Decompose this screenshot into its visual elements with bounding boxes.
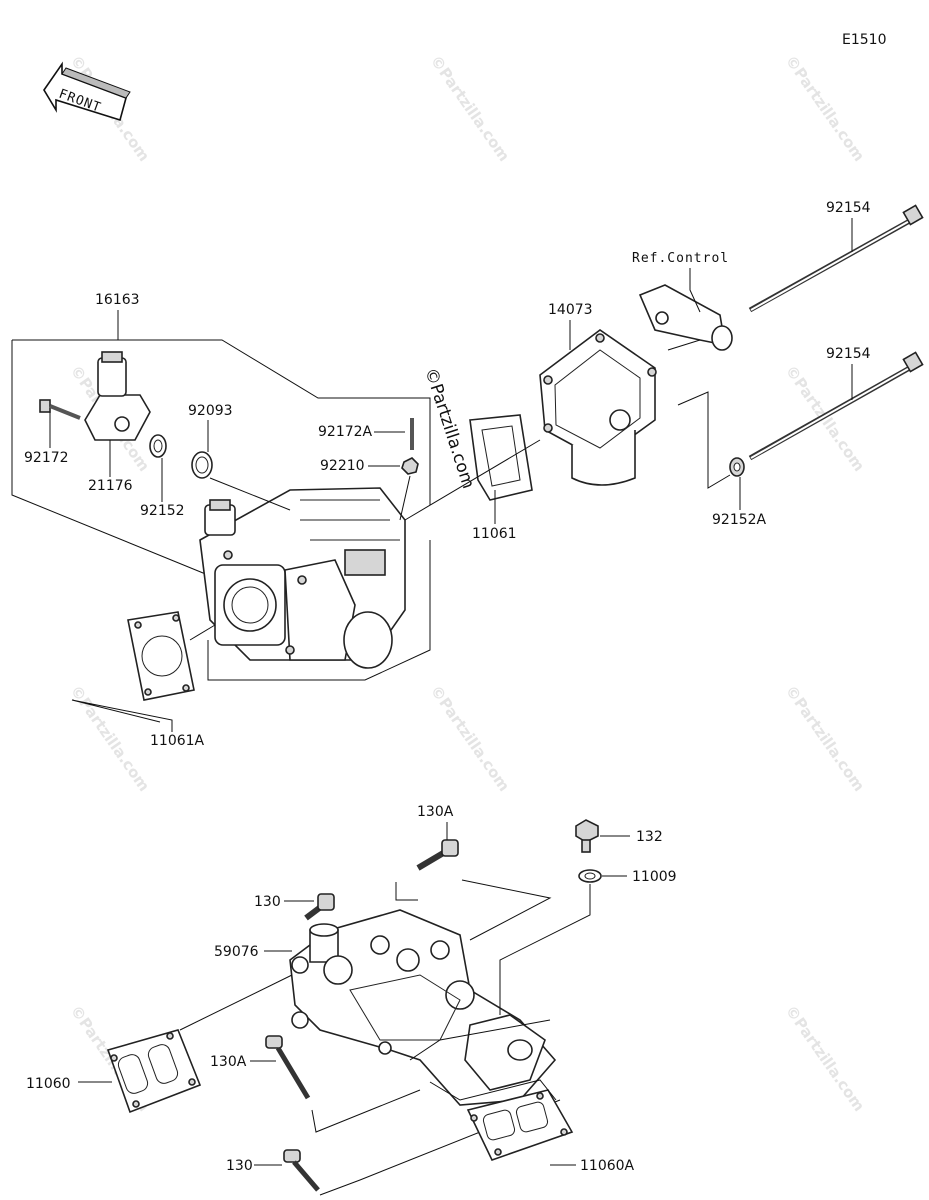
group-frame	[12, 339, 431, 505]
watermark: ©Partzilla.com	[427, 52, 513, 165]
callout-92172a: 92172A	[318, 424, 373, 440]
callout-92152a: 92152A	[712, 512, 767, 528]
intake-manifold	[289, 909, 557, 1106]
watermark: ©Partzilla.com	[67, 682, 153, 795]
callout-11061a: 11061A	[150, 733, 205, 749]
callout-92154-bottom: 92154	[826, 346, 871, 362]
watermark: ©Partzilla.com	[782, 682, 868, 795]
callout-59076: 59076	[214, 944, 259, 960]
callout-14073: 14073	[548, 302, 593, 318]
callout-11061: 11061	[472, 526, 517, 542]
bolt-92154-bottom	[748, 351, 924, 461]
callout-92210: 92210	[320, 458, 365, 474]
throttle-body	[199, 487, 406, 669]
callout-130a-bottom: 130A	[210, 1054, 247, 1070]
bolt-92154-top	[748, 204, 924, 313]
control-bracket	[638, 284, 733, 351]
callout-130-top: 130	[254, 894, 281, 910]
gasket-11060	[106, 1029, 202, 1114]
callout-21176: 21176	[88, 478, 133, 494]
bolt-132	[575, 819, 599, 853]
diagram-code: E1510	[842, 32, 886, 48]
callout-92152: 92152	[140, 503, 185, 519]
watermarks: ©Partzilla.com ©Partzilla.com ©Partzilla…	[67, 52, 868, 1115]
callout-92154-top: 92154	[826, 200, 871, 216]
callout-92172: 92172	[24, 450, 69, 466]
bolt-130a-top	[416, 839, 459, 871]
callout-16163: 16163	[95, 292, 140, 308]
watermark-center: ©Partzilla.com	[420, 365, 478, 491]
gasket-11060a	[466, 1089, 574, 1161]
callout-132: 132	[636, 829, 663, 845]
clip-92152	[149, 434, 167, 458]
nut-92210	[401, 457, 419, 475]
washer-11009	[578, 869, 602, 883]
callout-11060a: 11060A	[580, 1158, 635, 1174]
screw-92172	[39, 399, 81, 420]
watermark: ©Partzilla.com	[782, 1002, 868, 1115]
callout-130-bottom: 130	[226, 1158, 253, 1174]
callout-11009: 11009	[632, 869, 677, 885]
callout-ref-control: Ref.Control	[632, 251, 729, 266]
bolt-130a-bottom	[265, 1035, 311, 1100]
gasket-11061	[469, 414, 533, 501]
o-ring-92093	[191, 451, 213, 479]
gasket-11061a	[127, 611, 195, 701]
throttle-position-sensor	[84, 351, 151, 441]
watermark: ©Partzilla.com	[782, 52, 868, 165]
callout-130a-top: 130A	[417, 804, 454, 820]
front-arrow-icon: FRONT	[43, 61, 131, 122]
washer-92152a	[729, 457, 745, 477]
bolt-130-top	[304, 893, 335, 921]
watermark: ©Partzilla.com	[427, 682, 513, 795]
callout-92093: 92093	[188, 403, 233, 419]
intake-duct-14073	[539, 329, 657, 486]
callout-11060: 11060	[26, 1076, 71, 1092]
bolt-130-bottom	[283, 1149, 320, 1192]
